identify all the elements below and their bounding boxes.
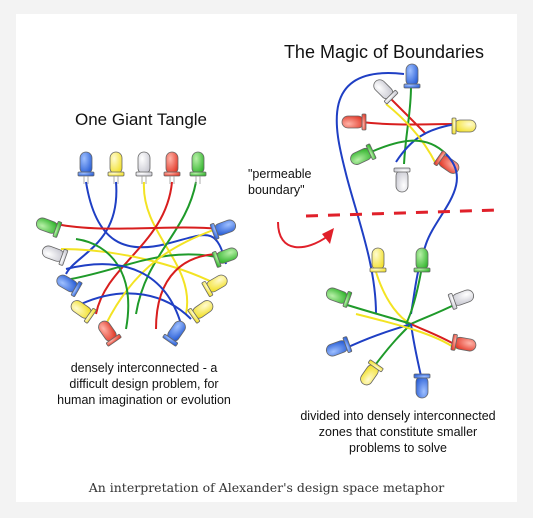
led [189,151,207,184]
left-tangle-wires [55,181,227,330]
caption-line: zones that constitute smaller [318,425,478,439]
figure-card: One Giant Tangle The Magic of Boundaries… [16,14,517,502]
right-diagram-title: The Magic of Boundaries [283,42,485,62]
led [373,79,399,105]
led [41,245,69,266]
figure-caption: An interpretation of Alexander's design … [88,480,445,495]
right-top-wires [360,85,457,165]
led [163,151,181,184]
led [369,247,387,273]
led [393,167,411,193]
caption-line: problems to solve [349,441,447,455]
caption-line: human imagination or evolution [57,393,231,407]
led [107,151,125,184]
led [209,219,237,240]
led [187,300,214,324]
led [77,151,95,184]
led [447,289,475,310]
led [135,151,153,184]
boundary-label-line: boundary" [248,183,305,197]
led [56,274,83,297]
left-diagram-caption: densely interconnected - a difficult des… [34,360,254,408]
boundary-label: "permeable boundary" [248,166,348,198]
led [70,300,97,324]
cross-boundary-wires [335,72,458,315]
caption-line: difficult design problem, for [69,377,219,391]
led [162,320,186,347]
led [413,247,431,273]
led [325,336,353,357]
right-bottom-wires [343,271,457,377]
led [211,247,239,268]
left-tangle-leds [35,151,239,347]
led [413,373,431,399]
boundary-arrow [277,221,329,249]
led [325,287,353,308]
right-top-cluster [341,63,477,193]
caption-line: densely interconnected - a [70,361,218,375]
led [360,359,384,386]
led [403,63,421,89]
led [98,320,122,347]
caption-line: divided into densely interconnected [300,409,496,423]
boundary-label-line: "permeable [248,167,312,181]
led [201,274,228,297]
led [35,217,63,238]
permeable-boundary-line [305,208,497,218]
right-diagram-caption: divided into densely interconnected zone… [278,408,518,456]
right-bottom-cluster [325,247,477,399]
boundary-arrowhead [322,228,334,244]
illustration [35,63,497,399]
left-diagram-title: One Giant Tangle [75,110,207,129]
led [433,150,460,174]
led [341,113,367,131]
led [450,333,477,352]
led [350,143,377,165]
led [451,117,477,135]
